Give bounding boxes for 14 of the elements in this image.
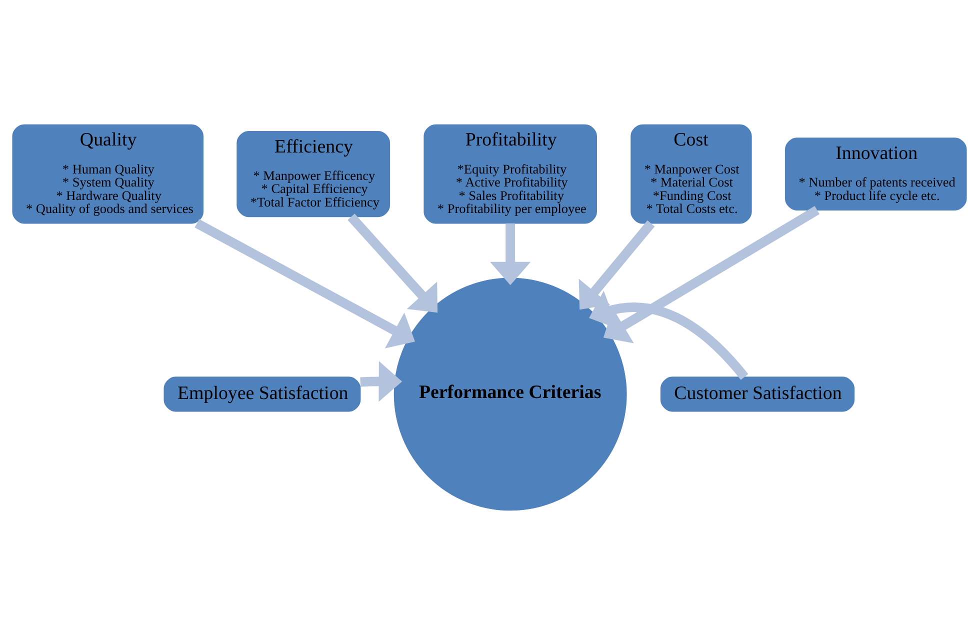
node-box: Efficiency * Manpower Efficency * Capital Efficiency *Total Factor Efficiency xyxy=(236,130,390,218)
arrow xyxy=(360,361,402,402)
arrow xyxy=(348,214,438,313)
arrow xyxy=(490,223,531,286)
arrow xyxy=(589,290,748,380)
node-box: Innovation * Number of patents received * Product life cycle etc. xyxy=(784,138,967,210)
arrow xyxy=(578,220,655,310)
arrow xyxy=(194,219,416,348)
node-box: Profitability *Equity Profitability * Active Profitability * Sales Profitability * Profitability per employee xyxy=(424,124,597,224)
node-box: Employee Satisfaction xyxy=(164,376,361,412)
node-box: Cost * Manpower Cost * Material Cost *Funding Cost * Total Costs etc. xyxy=(630,124,752,224)
node-box: Customer Satisfaction xyxy=(660,376,855,412)
node-box: Quality * Human Quality * System Quality * Hardware Quality * Quality of goods and services xyxy=(12,124,204,224)
arrow xyxy=(603,206,820,344)
